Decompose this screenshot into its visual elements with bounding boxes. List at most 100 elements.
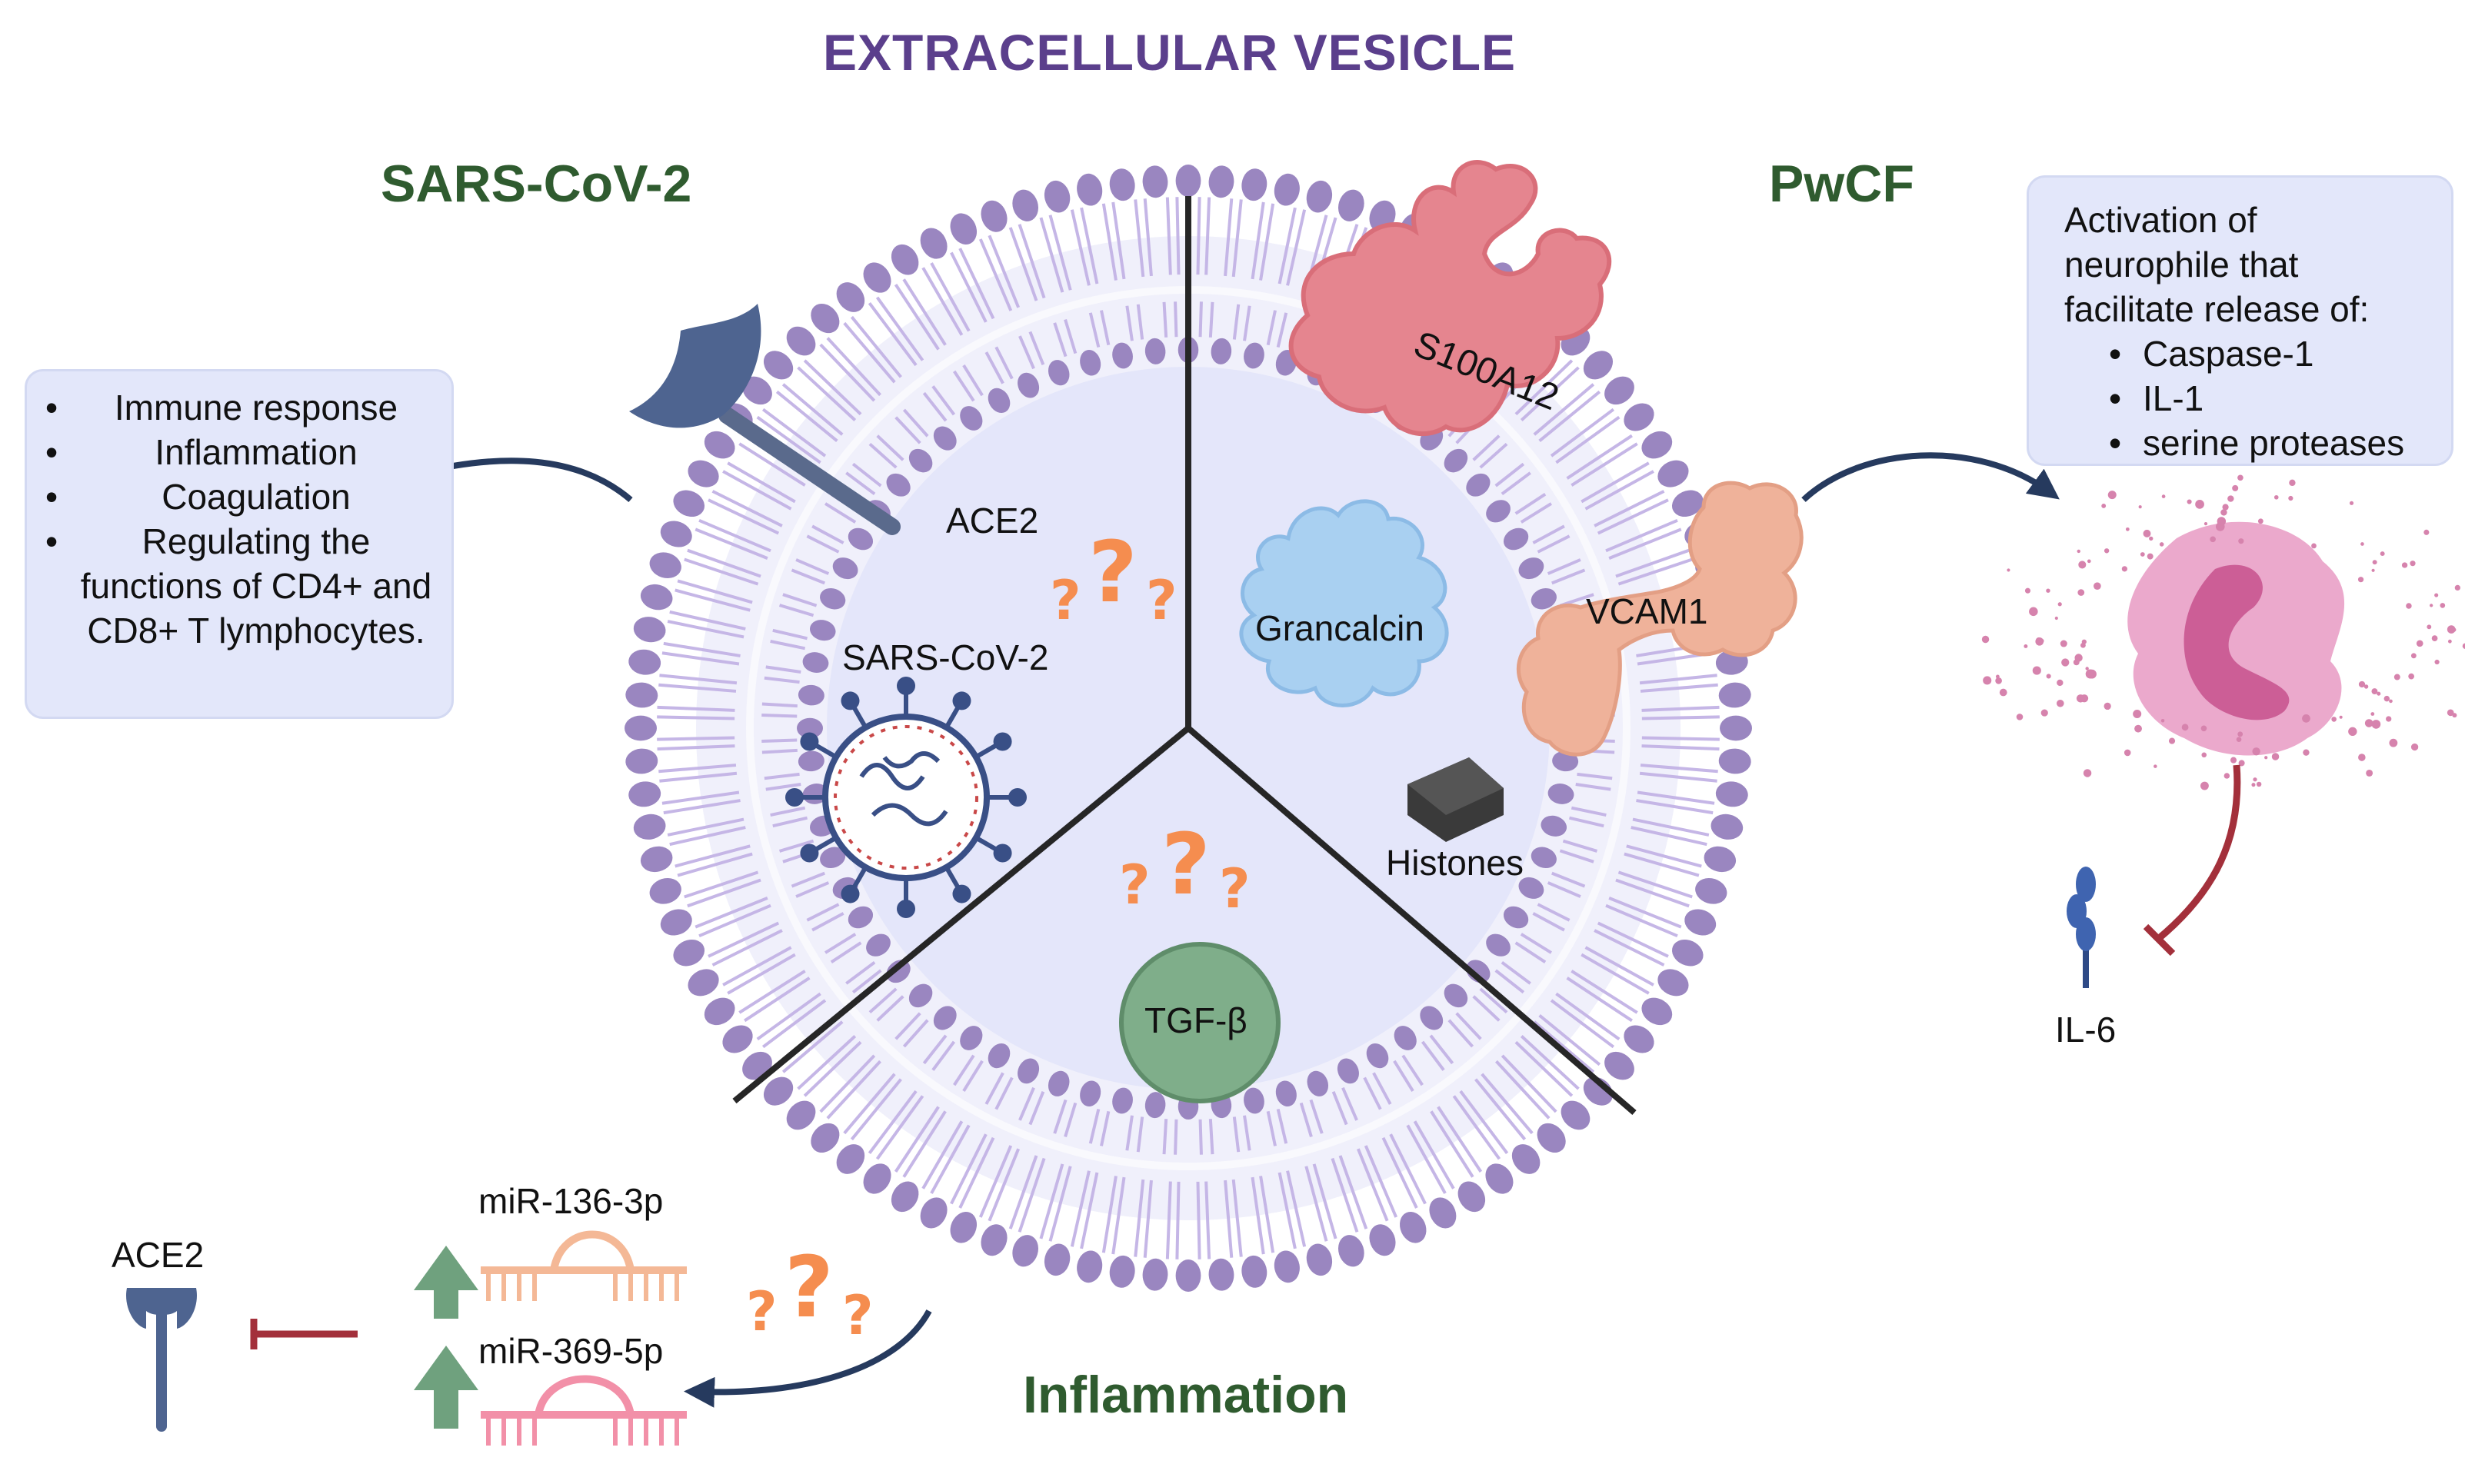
granule-dot [2232, 484, 2239, 491]
lipid-tail [1501, 471, 1531, 496]
lipid-head [820, 587, 846, 610]
granule-dot [2364, 719, 2373, 727]
lipid-tail [761, 702, 798, 708]
lipid-head [1531, 587, 1557, 610]
lipid-head [1241, 1255, 1267, 1288]
granule-dot [2251, 783, 2256, 787]
granule-dot [2380, 551, 2385, 557]
granule-dot [2253, 777, 2257, 782]
lipid-tail [824, 933, 857, 954]
lipid-tail [1514, 493, 1547, 515]
lipid-tail [1605, 518, 1678, 553]
lipid-head [1144, 1092, 1166, 1119]
granule-dot [2077, 549, 2080, 554]
lipid-tail [1406, 1124, 1447, 1194]
lipid-tail [1594, 490, 1665, 527]
sars-effect-item: Coagulation [45, 474, 433, 519]
lipid-tail [1111, 201, 1126, 280]
neutrophil-inhibits-il6-arrow [2143, 764, 2241, 957]
lipid-tail [778, 839, 814, 853]
lipid-head [891, 244, 919, 275]
lipid-tail [1018, 335, 1035, 370]
lipid-tail [1421, 1040, 1445, 1071]
lipid-head [1511, 1144, 1541, 1174]
lipid-head [1077, 1250, 1103, 1283]
granule-dot [2187, 499, 2192, 504]
lipid-tail [1532, 912, 1565, 932]
lipid-head [811, 1123, 840, 1153]
lipid-tail [1571, 442, 1638, 487]
lipid-tail [781, 383, 844, 436]
question-mark-icon: ? [1146, 569, 1178, 632]
lipid-tail [875, 296, 924, 361]
lipid-tail [663, 641, 741, 657]
granule-dot [2200, 781, 2209, 790]
lipid-tail [1514, 941, 1547, 963]
lipid-head [633, 617, 666, 643]
lipid-head [1044, 1243, 1071, 1276]
lipid-tail [770, 640, 806, 650]
lipid-tail [1514, 1040, 1574, 1097]
lipid-tail [658, 683, 737, 693]
granule-dot [2331, 717, 2337, 722]
lipid-tail [1575, 783, 1611, 791]
lipid-tail [1018, 224, 1046, 299]
lipid-tail [1341, 1086, 1358, 1121]
virus-spike [944, 866, 961, 889]
lipid-head [832, 557, 858, 580]
lipid-tail [1537, 903, 1571, 922]
lipid-tail [1162, 1119, 1168, 1155]
granule-dot [2087, 669, 2097, 679]
granule-dot [2154, 764, 2157, 768]
lipid-tail [1165, 1181, 1172, 1259]
lipid-tail [1501, 1054, 1557, 1113]
lipid-tail [1101, 1176, 1118, 1253]
lipid-tail [1039, 1163, 1064, 1239]
question-mark-icon: ? [1088, 523, 1138, 621]
lipid-tail [1175, 1181, 1181, 1259]
lipid-tail [1636, 799, 1714, 815]
vcam1-label: VCAM1 [1586, 591, 1708, 631]
granule-dot [2057, 679, 2064, 687]
granule-dot [2366, 769, 2373, 777]
granule-dot [2357, 577, 2364, 583]
lipid-tail [876, 434, 904, 461]
lipid-tail [1175, 197, 1181, 275]
granule-dot [2227, 495, 2234, 502]
lipid-tail [1134, 199, 1145, 278]
lipid-tail [1617, 870, 1693, 899]
lipid-tail [1429, 1034, 1454, 1065]
lipid-tail [1641, 715, 1720, 720]
lipid-tail [1413, 1120, 1455, 1190]
lipid-head [886, 473, 911, 497]
lipid-tail [1266, 1110, 1277, 1146]
lipid-tail [1232, 1116, 1241, 1153]
granule-dot [2143, 529, 2151, 537]
lipid-tail [1053, 322, 1068, 358]
lipid-head [1366, 1043, 1389, 1069]
question-mark-icon: ? [1161, 815, 1211, 913]
lipid-tail [1331, 1157, 1359, 1233]
lipid-head [802, 652, 829, 673]
lipid-head [1077, 173, 1103, 206]
granule-dot [2087, 559, 2091, 564]
lipid-head [1109, 1255, 1135, 1288]
lipid-tail [1474, 1078, 1527, 1141]
lipid-tail [775, 390, 838, 442]
lipid-head [1624, 403, 1654, 431]
lipid-tail [1624, 852, 1700, 877]
lipid-tail [953, 370, 975, 402]
granule-dot [2161, 494, 2166, 498]
lipid-head [1337, 1058, 1359, 1084]
lipid-head [1306, 1243, 1333, 1276]
lipid-tail [772, 628, 808, 641]
lipid-tail [1532, 524, 1565, 544]
granule-dot [2371, 720, 2381, 729]
tgf-beta-label: TGF-β [1144, 1000, 1247, 1040]
lipid-tail [765, 783, 801, 791]
lipid-tail [1452, 1095, 1501, 1160]
lipid-tail [1088, 312, 1101, 348]
lipid-tail [819, 343, 876, 402]
lipid-head [1275, 1080, 1297, 1107]
lipid-tail [1615, 548, 1690, 578]
